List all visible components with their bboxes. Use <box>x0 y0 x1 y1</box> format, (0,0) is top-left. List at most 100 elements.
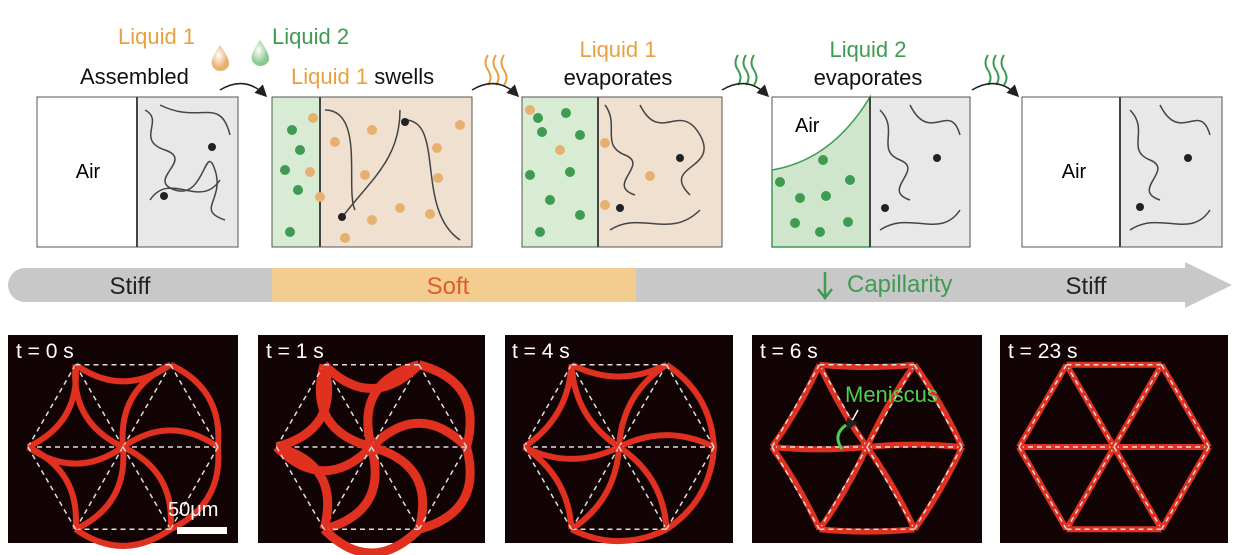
lattice-guide <box>866 364 916 448</box>
fiber <box>819 361 915 371</box>
micrograph-panel <box>258 335 485 555</box>
fiber <box>664 362 717 448</box>
lattice-guide <box>370 364 420 448</box>
time-label: t = 1 s <box>266 340 324 363</box>
liquid1-label: Liquid 1 <box>118 24 195 49</box>
lattice-guide <box>1065 446 1115 530</box>
lattice-guide <box>1018 446 1068 530</box>
fiber <box>522 364 575 450</box>
fiber <box>315 363 373 452</box>
evaporates-label: evaporates <box>814 65 923 90</box>
swells-label: Liquid 1 swells <box>291 64 434 89</box>
lattice-guide <box>1160 364 1210 448</box>
fiber <box>864 362 917 449</box>
lattice-guide <box>122 364 172 448</box>
lattice-guide <box>1018 364 1068 448</box>
time-label: t = 0 s <box>16 340 74 363</box>
fiber <box>816 363 870 449</box>
lattice-guide <box>169 364 219 448</box>
micrograph-panel <box>505 335 733 545</box>
fiber <box>617 444 670 530</box>
stage-liquid2-evaporates: Liquid 2 evaporates Air <box>771 37 971 248</box>
fiber <box>363 360 421 449</box>
lattice-guide <box>169 446 219 530</box>
time-label: t = 6 s <box>760 340 818 363</box>
fiber <box>569 446 622 532</box>
lattice-guide <box>27 446 77 530</box>
fiber <box>570 526 668 545</box>
lattice-guide <box>771 446 821 530</box>
assembled-label: Assembled <box>80 64 189 89</box>
lattice-guide <box>913 446 963 530</box>
fiber <box>912 445 965 532</box>
stiffness-bar: Stiff Soft Capillarity Stiff <box>8 262 1232 308</box>
lattice-guide <box>618 446 668 530</box>
fiber <box>368 418 470 451</box>
lattice-guide <box>1160 446 1210 530</box>
lattice-guide <box>523 446 573 530</box>
stage-final: Air <box>1021 96 1223 248</box>
fiber <box>320 526 423 555</box>
stiff-label: Stiff <box>1066 273 1107 300</box>
arrow-icon <box>471 82 520 98</box>
fiber <box>370 442 428 531</box>
liquid2-evap-label: Liquid 2 <box>829 37 906 62</box>
lattice-guide <box>1065 364 1115 448</box>
fiber <box>819 526 915 535</box>
arrow-icon <box>721 82 770 98</box>
micrographs <box>8 335 1228 555</box>
lattice-guide <box>665 364 715 448</box>
fiber <box>817 445 870 532</box>
capillarity-label: Capillarity <box>847 271 952 298</box>
lattice-guide <box>323 364 373 448</box>
fiber <box>912 362 965 449</box>
arrow-icon <box>219 82 268 98</box>
fiber <box>864 445 918 531</box>
lattice-guide <box>74 364 124 448</box>
fiber <box>26 444 79 530</box>
micrograph-panel <box>1000 335 1228 543</box>
lattice-guide <box>122 446 172 530</box>
fiber <box>73 362 173 385</box>
lattice-guide <box>275 446 325 530</box>
liquid2-drop-icon <box>251 40 270 67</box>
lattice-guide <box>27 364 77 448</box>
fiber <box>275 363 333 452</box>
air-label: Air <box>795 115 820 137</box>
micrograph-panel <box>8 335 238 549</box>
time-label: t = 4 s <box>512 340 570 363</box>
stage-liquid1-evaporates: Liquid 1 evaporates <box>521 37 723 248</box>
meniscus-arrow-icon <box>846 409 859 431</box>
stage-assembled: Liquid 1 Liquid 2 Assembled Air <box>36 24 349 248</box>
micrograph-panel <box>752 335 982 543</box>
lattice-guide <box>570 364 620 448</box>
heat-green-icon <box>734 54 758 86</box>
lattice-guide <box>618 364 668 448</box>
lattice-guide <box>418 446 468 530</box>
fiber <box>322 445 380 534</box>
air-label: Air <box>1062 161 1087 183</box>
fiber <box>74 446 127 532</box>
fiber <box>769 445 823 531</box>
evaporates-label: evaporates <box>564 65 673 90</box>
air-label: Air <box>76 161 101 183</box>
fiber <box>769 363 823 449</box>
fiber <box>664 446 717 532</box>
lattice-guide <box>523 364 573 448</box>
heat-green-icon <box>984 54 1008 86</box>
fiber <box>275 442 333 531</box>
down-arrow-icon <box>817 272 833 301</box>
lattice-guide <box>818 364 868 448</box>
meniscus-mark <box>836 423 847 450</box>
fiber <box>417 360 475 449</box>
arrow-icon <box>971 82 1020 98</box>
lattice-guide <box>323 446 373 530</box>
fiber <box>866 441 963 450</box>
fiber <box>320 361 423 393</box>
lattice-guide <box>275 364 325 448</box>
liquid1-evap-label: Liquid 1 <box>579 37 656 62</box>
fiber <box>570 362 668 380</box>
meniscus-label: Meniscus <box>845 382 938 407</box>
lattice-guide <box>1113 446 1163 530</box>
